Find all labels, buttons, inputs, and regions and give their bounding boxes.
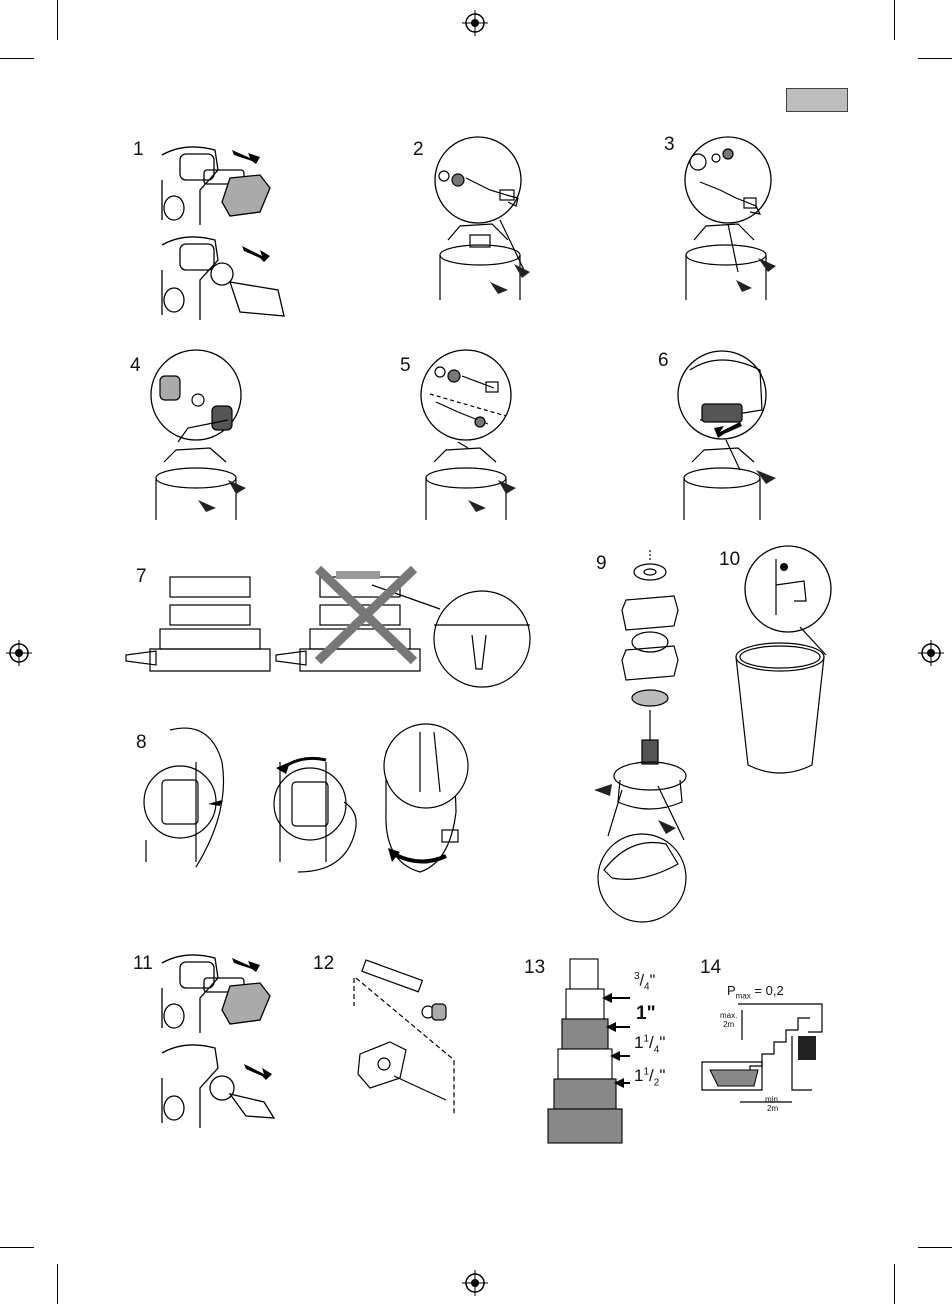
figure-13-stepped-hose-tail — [540, 955, 690, 1150]
figure-6-clamp — [680, 350, 790, 520]
trim-mark-tr-h — [918, 58, 952, 59]
figure-7-foam-stack — [120, 565, 530, 685]
magnifier-icon — [421, 350, 511, 440]
magnifier-icon — [434, 591, 530, 687]
magnifier-icon — [384, 724, 468, 808]
step-number: 3 — [664, 134, 675, 156]
trim-mark-tl-h — [0, 58, 34, 59]
figure-12-quartz-sleeve — [350, 950, 470, 1120]
step-number: 11 — [133, 953, 153, 975]
step-number: 6 — [658, 350, 669, 372]
figure-4-seal — [148, 350, 258, 520]
trim-mark-tl-v — [57, 0, 58, 40]
figure-1-uvc-removal — [160, 140, 310, 325]
hose-size-label: 11/4" — [634, 1033, 665, 1055]
language-tab — [786, 88, 848, 112]
step-number: 1 — [133, 139, 144, 161]
trim-mark-br-v — [894, 1264, 895, 1304]
step-number: 14 — [700, 957, 721, 979]
figure-2-hose-tails — [430, 140, 540, 300]
trim-mark-bl-h — [0, 1247, 34, 1248]
figure-11-uvc-refit — [160, 948, 310, 1133]
magnifier-icon — [678, 351, 766, 439]
registration-mark-icon — [462, 1270, 488, 1296]
figure-9-disassembly — [590, 540, 720, 930]
trim-mark-br-h — [918, 1247, 952, 1248]
hose-size-label: 3/4" — [634, 971, 655, 993]
registration-mark-icon — [6, 640, 32, 666]
registration-mark-icon — [918, 640, 944, 666]
registration-mark-icon — [462, 10, 488, 36]
step-number: 12 — [313, 953, 334, 975]
min-distance-label: min.2m — [765, 1095, 780, 1113]
hose-size-label: 11/2" — [634, 1066, 665, 1088]
figure-3-hose-tails — [680, 140, 790, 300]
step-number: 2 — [413, 139, 424, 161]
pressure-label: Pmax = 0,2 — [727, 983, 784, 1001]
trim-mark-bl-v — [57, 1264, 58, 1304]
figure-5-hose-tails — [418, 350, 528, 520]
max-height-label: max.2m — [720, 1011, 737, 1029]
step-number: 5 — [400, 355, 411, 377]
figure-14-installation — [700, 990, 825, 1110]
figure-8-uvc-rotation — [130, 722, 475, 882]
magnifier-icon — [745, 546, 831, 632]
step-number: 4 — [130, 355, 141, 377]
hose-size-label: 1" — [636, 1003, 656, 1025]
figure-10-filter-housing — [730, 545, 840, 780]
trim-mark-tr-v — [894, 0, 895, 40]
